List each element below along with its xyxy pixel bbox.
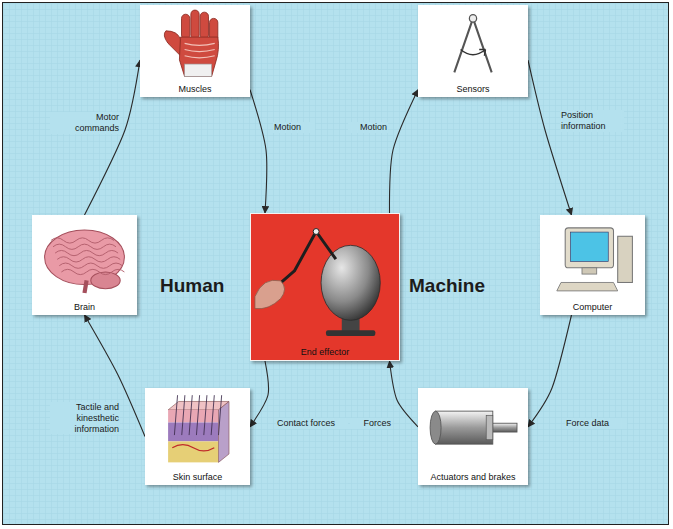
computer-figure [557, 228, 633, 291]
group-title: Machine [409, 276, 485, 297]
dermis [168, 422, 218, 441]
flow-arrow [250, 90, 267, 213]
muscle-fibre [185, 56, 215, 58]
brain-fold [53, 244, 116, 249]
hair [189, 395, 192, 435]
muscle-fibre [185, 50, 215, 52]
brain-fold [61, 269, 124, 274]
brain-fold [51, 238, 114, 243]
hair [196, 395, 199, 435]
palm [179, 37, 218, 76]
finger [200, 12, 208, 39]
thumb [164, 31, 180, 56]
finger [191, 10, 199, 39]
sphere [321, 245, 380, 320]
muscle-fibre [185, 43, 215, 45]
actuator-illustration [418, 391, 528, 469]
angle-arc [461, 50, 486, 55]
edge-label: Force data [565, 418, 627, 429]
blood-vessel [172, 445, 214, 451]
skin-box: Skin surface [145, 388, 250, 485]
compass-illustration [418, 8, 528, 81]
arm-joint [313, 229, 319, 235]
shaft [493, 423, 517, 432]
flow-arrow [85, 60, 141, 215]
edge-label: Tactile and kinesthetic information [50, 402, 120, 434]
hair [174, 395, 177, 435]
finger [182, 14, 190, 39]
flow-arrow [528, 315, 572, 427]
base [326, 330, 375, 336]
cylinder-body [436, 411, 493, 444]
edge-label: Position information [560, 110, 624, 132]
grid-fill [3, 3, 668, 524]
pivot [469, 15, 476, 22]
node-caption: Actuators and brakes [418, 472, 528, 485]
hair [219, 395, 222, 435]
node-caption: Muscles [140, 84, 250, 97]
robot-arm [281, 232, 336, 283]
skin-illustration [145, 391, 250, 469]
monitor-stand [582, 268, 597, 274]
flow-arrow [528, 60, 572, 215]
human-hand [255, 280, 285, 309]
edge-label: Motion [348, 122, 388, 133]
brain-figure [45, 230, 125, 293]
actuator-figure [430, 411, 517, 444]
hair [182, 395, 185, 435]
brain-illustration [32, 218, 137, 299]
keyboard [557, 282, 618, 290]
edge-label: Motion [273, 122, 315, 133]
brain-fold [57, 257, 120, 262]
compass-legs [454, 18, 491, 72]
edge-label: Contact forces [276, 418, 348, 429]
monitor [565, 228, 613, 268]
brain-stem [85, 280, 87, 293]
fat-layer [168, 441, 218, 462]
haptic-device-figure [255, 229, 380, 337]
hand-figure [164, 10, 218, 76]
actuator-box: Actuators and brakes [418, 388, 528, 485]
robot-illustration [251, 217, 399, 346]
node-caption: Skin surface [145, 472, 250, 485]
brain-box: Brain [32, 215, 137, 315]
flow-arrow [389, 90, 418, 213]
node-caption: End effector [251, 347, 399, 360]
tower [618, 236, 633, 282]
flow-arrow [390, 361, 419, 427]
brain-fold [59, 263, 122, 268]
group-title: Human [160, 276, 224, 297]
computer-illustration [540, 218, 645, 299]
screen [570, 232, 608, 261]
skin-figure [168, 395, 229, 462]
node-caption: Brain [32, 302, 137, 315]
hand-illustration [140, 8, 250, 81]
hair [211, 395, 214, 435]
brain-fold [55, 250, 118, 255]
end-effector-box: End effector [250, 213, 400, 361]
hair [204, 395, 207, 435]
wrist-band [185, 64, 212, 76]
collar [486, 416, 493, 440]
computer-box: Computer [540, 215, 645, 315]
cylinder-end [430, 411, 441, 444]
flow-arrow [250, 361, 268, 427]
edge-label: Motor commands [50, 112, 120, 134]
sensor-figure [454, 15, 491, 73]
muscles-box: Muscles [140, 5, 250, 97]
node-caption: Computer [540, 302, 645, 315]
node-caption: Sensors [418, 84, 528, 97]
edge-label: Forces [350, 418, 392, 429]
angle-arrow [479, 50, 485, 56]
sensors-box: Sensors [418, 5, 528, 97]
